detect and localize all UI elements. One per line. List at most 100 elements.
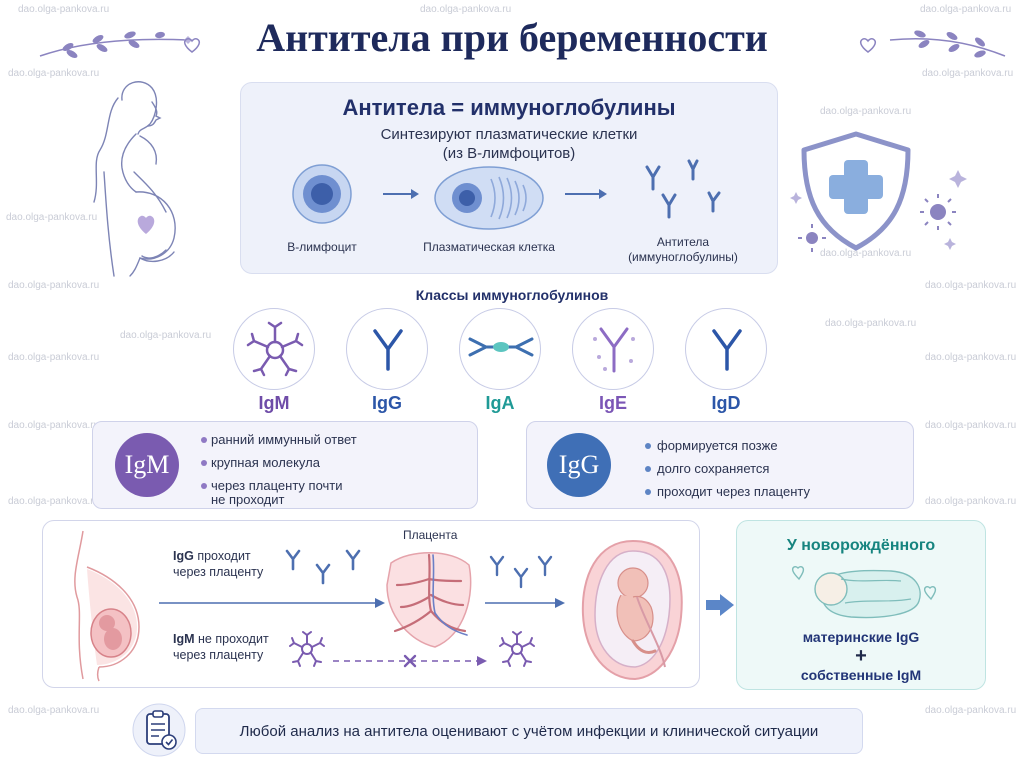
bullet-dot bbox=[201, 483, 207, 489]
bullet-dot bbox=[645, 466, 651, 472]
swaddled-baby-icon bbox=[791, 566, 937, 619]
class-name: IgA bbox=[485, 393, 515, 413]
newborn-maternal-igg: материнские IgG bbox=[802, 629, 920, 645]
igm-not-passes-text: IgM не проходит через плаценту bbox=[173, 631, 269, 663]
watermark: dao.olga-pankova.ru bbox=[8, 705, 100, 716]
antibodies-label-line-1: Антитела bbox=[656, 235, 710, 249]
watermark: dao.olga-pankova.ru bbox=[925, 280, 1017, 291]
plasma-cell-label: Плазматическая клетка bbox=[423, 240, 555, 254]
synthesis-subtitle: Синтезируют плазматические клетки (из В-… bbox=[241, 125, 777, 163]
class-name: IgG bbox=[372, 393, 402, 413]
watermark: dao.olga-pankova.ru bbox=[925, 496, 1017, 507]
ige-monomer-icon bbox=[593, 327, 635, 373]
watermark: dao.olga-pankova.ru bbox=[8, 496, 100, 507]
fetus-in-womb-icon bbox=[581, 539, 683, 681]
shield-icon bbox=[790, 131, 967, 252]
watermark: dao.olga-pankova.ru bbox=[925, 705, 1017, 716]
igm-pentamer-icon bbox=[289, 631, 325, 667]
watermark: dao.olga-pankova.ru bbox=[8, 280, 100, 291]
watermark: dao.olga-pankova.ru bbox=[8, 352, 100, 363]
watermark: dao.olga-pankova.ru bbox=[18, 4, 110, 15]
class-name: IgE bbox=[598, 393, 627, 413]
class-ige-circle bbox=[572, 308, 654, 390]
igg-passes-text-1: проходит bbox=[197, 549, 251, 563]
mother-with-fetus-icon bbox=[74, 530, 140, 682]
watermark: dao.olga-pankova.ru bbox=[920, 4, 1012, 15]
watermark: dao.olga-pankova.ru bbox=[8, 420, 100, 431]
igm-pentamer-icon bbox=[246, 321, 304, 377]
newborn-title: У новорождённого bbox=[786, 537, 936, 554]
watermark: dao.olga-pankova.ru bbox=[820, 248, 912, 259]
igm-not-passes-text-1: не проходит bbox=[198, 632, 269, 646]
igm-not-passes-text-2: через плаценту bbox=[173, 648, 264, 662]
igm-bullet: крупная молекула bbox=[211, 455, 320, 470]
heart-icon bbox=[183, 38, 201, 53]
antibodies-icon bbox=[645, 159, 721, 219]
class-igd-circle bbox=[685, 308, 767, 390]
igg-passes-text: IgG проходит через плаценту bbox=[173, 548, 263, 580]
vine-right-icon bbox=[889, 30, 1006, 58]
igm-badge: IgM bbox=[115, 433, 179, 497]
synthesis-subtitle-line-2: (из В-лимфоцитов) bbox=[442, 145, 576, 162]
igm-card: IgM ранний иммунный ответ крупная молеку… bbox=[92, 421, 478, 509]
igm-name: IgM bbox=[173, 632, 195, 646]
pregnant-woman-icon bbox=[93, 81, 176, 277]
antibodies-label-line-2: (иммуноглобулины) bbox=[628, 250, 738, 264]
vine-left-icon bbox=[39, 31, 192, 58]
watermark: dao.olga-pankova.ru bbox=[922, 68, 1014, 79]
synthesis-heading: Антитела = иммуноглобулины bbox=[342, 95, 676, 120]
igg-card: IgG формируется позже долго сохраняется … bbox=[526, 421, 914, 509]
blocked-dashed-arrow bbox=[333, 654, 487, 668]
class-name: IgM bbox=[258, 393, 290, 413]
arrow-right-icon bbox=[706, 594, 734, 616]
placenta-icon bbox=[386, 552, 472, 648]
igg-passed-antibodies-icon bbox=[489, 555, 553, 589]
class-iga-circle bbox=[459, 308, 541, 390]
heart-icon bbox=[859, 38, 877, 53]
igg-bullet: долго сохраняется bbox=[657, 461, 770, 476]
newborn-plus: + bbox=[855, 645, 867, 667]
class-igg-circle bbox=[346, 308, 428, 390]
igg-passes-text-2: через плаценту bbox=[173, 565, 264, 579]
igg-name: IgG bbox=[173, 549, 194, 563]
watermark: dao.olga-pankova.ru bbox=[925, 420, 1017, 431]
igg-monomer-icon bbox=[373, 329, 403, 371]
antibodies-label: Антитела (иммуноглобулины) bbox=[611, 235, 755, 265]
watermark: dao.olga-pankova.ru bbox=[925, 352, 1017, 363]
synthesis-panel: Антитела = иммуноглобулины Синтезируют п… bbox=[240, 82, 778, 274]
bullet-dot bbox=[201, 437, 207, 443]
clipboard-check-icon bbox=[132, 703, 186, 757]
igg-badge: IgG bbox=[547, 433, 611, 497]
watermark: dao.olga-pankova.ru bbox=[420, 4, 512, 15]
igg-bullet: проходит через плаценту bbox=[657, 484, 810, 499]
placenta-label: Плацента bbox=[403, 528, 458, 542]
watermark: dao.olga-pankova.ru bbox=[8, 68, 100, 79]
igm-bullet-continued: не проходит bbox=[211, 492, 285, 507]
igg-pass-arrow bbox=[159, 598, 385, 608]
b-lymphocyte-icon bbox=[292, 164, 352, 224]
plasma-cell-icon bbox=[434, 166, 544, 230]
class-igm-circle bbox=[233, 308, 315, 390]
synthesis-subtitle-line-1: Синтезируют плазматические клетки bbox=[380, 126, 638, 143]
igm-pentamer-icon bbox=[499, 631, 535, 667]
bullet-dot bbox=[645, 489, 651, 495]
watermark: dao.olga-pankova.ru bbox=[820, 106, 912, 117]
footer-note: Любой анализ на антитела оценивают с учё… bbox=[195, 708, 863, 754]
igd-monomer-icon bbox=[712, 329, 742, 371]
arrow-right-icon bbox=[485, 598, 565, 608]
igg-bullet: формируется позже bbox=[657, 438, 778, 453]
b-lymphocyte-label: В-лимфоцит bbox=[287, 240, 357, 254]
placenta-flow-panel: IgG проходит через плаценту Плацента bbox=[42, 520, 700, 688]
arrow-right-icon bbox=[565, 189, 607, 199]
class-name: IgD bbox=[711, 393, 741, 413]
page-title: Антитела при беременности bbox=[256, 15, 768, 60]
igm-bullet: ранний иммунный ответ bbox=[211, 432, 357, 447]
bullet-dot bbox=[645, 443, 651, 449]
igg-antibodies-icon bbox=[285, 549, 361, 585]
igm-bullet: через плаценту почти bbox=[211, 478, 343, 493]
watermark: dao.olga-pankova.ru bbox=[120, 330, 212, 341]
arrow-right-icon bbox=[383, 189, 419, 199]
watermark: dao.olga-pankova.ru bbox=[825, 318, 917, 329]
newborn-own-igm: собственные IgM bbox=[800, 667, 922, 683]
watermark: dao.olga-pankova.ru bbox=[6, 212, 98, 223]
